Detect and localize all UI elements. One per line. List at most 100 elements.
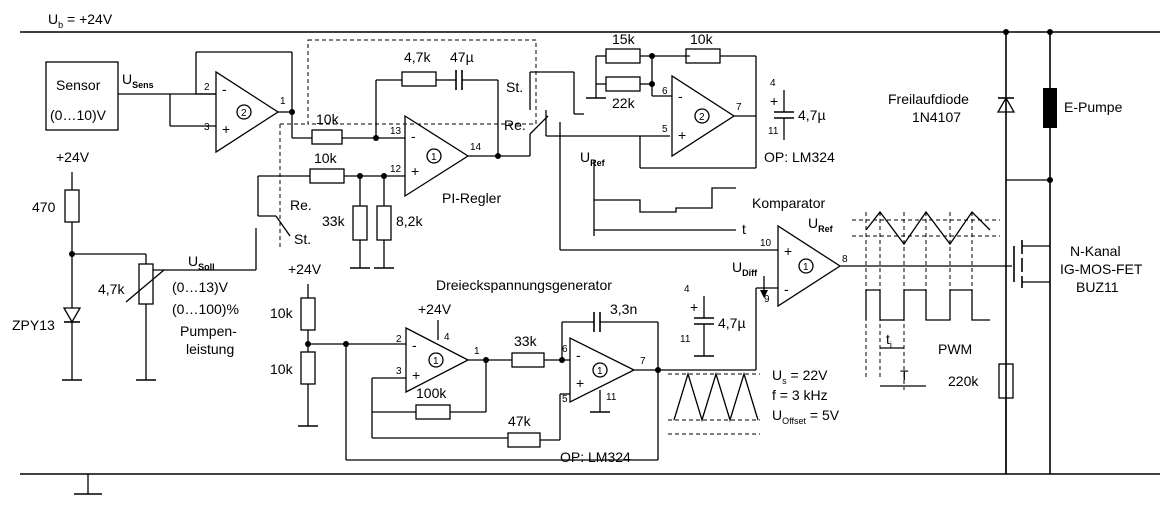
svg-text:11: 11 <box>768 126 779 137</box>
svg-text:E-Pumpe: E-Pumpe <box>1064 99 1123 115</box>
opamp-sensor: - + 2 2 3 1 <box>195 51 295 154</box>
svg-text:1: 1 <box>597 366 603 377</box>
pi-controller-title: PI-Regler <box>442 190 501 206</box>
svg-text:-: - <box>576 347 581 363</box>
svg-text:+: + <box>678 127 686 143</box>
svg-text:+: + <box>412 367 420 383</box>
svg-text:22k: 22k <box>612 95 636 111</box>
svg-text:100k: 100k <box>416 385 447 401</box>
svg-text:UDiff: UDiff <box>732 259 758 278</box>
svg-text:5: 5 <box>662 124 668 135</box>
svg-text:+: + <box>576 375 584 391</box>
svg-text:1N4107: 1N4107 <box>912 109 961 125</box>
triangle-generator: Dreieckspannungsgenerator +24V 10k 10k -… <box>270 261 756 465</box>
svg-text:URef: URef <box>580 149 606 168</box>
op-type-2: OP: LM324 <box>560 449 631 465</box>
resistor-10k-in2 <box>309 168 345 184</box>
decoupling-cap-1: 4 + 4,7µ 11 OP: LM324 <box>764 78 835 165</box>
svg-text:-: - <box>678 88 683 104</box>
svg-text:6: 6 <box>562 344 568 355</box>
switch-coupling-box <box>307 39 537 125</box>
svg-text:4,7µ: 4,7µ <box>798 107 826 123</box>
svg-text:12: 12 <box>390 164 402 175</box>
svg-text:10: 10 <box>760 238 772 249</box>
svg-text:470: 470 <box>32 199 56 215</box>
svg-text:7: 7 <box>736 102 742 113</box>
svg-text:ZPY13: ZPY13 <box>12 317 55 333</box>
svg-text:BUZ11: BUZ11 <box>1076 279 1119 295</box>
svg-text:UOffset = 5V: UOffset = 5V <box>772 407 840 426</box>
svg-text:-: - <box>222 81 227 97</box>
comparator-title: Komparator <box>752 195 825 211</box>
svg-text:2: 2 <box>204 82 210 93</box>
svg-text:47k: 47k <box>508 413 532 429</box>
svg-text:USoll: USoll <box>188 253 215 272</box>
svg-text:Re.: Re. <box>504 117 526 133</box>
svg-text:2: 2 <box>699 112 705 123</box>
svg-text:3: 3 <box>396 366 402 377</box>
svg-text:1: 1 <box>433 356 439 367</box>
svg-text:4,7k: 4,7k <box>404 49 431 65</box>
pwm-waveform: URef ti T PWM <box>808 210 1000 390</box>
svg-text:1: 1 <box>280 96 286 107</box>
svg-text:-: - <box>412 337 417 353</box>
pump-symbol <box>1043 88 1057 128</box>
supply-rail: Ub = +24V <box>20 11 1160 33</box>
svg-text:10k: 10k <box>316 111 340 127</box>
svg-text:9: 9 <box>764 294 770 305</box>
svg-text:(0…13)V: (0…13)V <box>172 279 229 295</box>
svg-text:+24V: +24V <box>418 301 452 317</box>
svg-text:2: 2 <box>241 108 247 119</box>
svg-text:15k: 15k <box>612 31 636 47</box>
svg-text:(0…100)%: (0…100)% <box>172 301 239 317</box>
sensor-name: Sensor <box>56 77 101 93</box>
svg-text:33k: 33k <box>322 213 346 229</box>
svg-text:10k: 10k <box>314 150 338 166</box>
svg-text:10k: 10k <box>690 31 714 47</box>
svg-text:+: + <box>222 121 230 137</box>
pwm-title: PWM <box>938 341 972 357</box>
mosfet-stage: Freilaufdiode 1N4107 E-Pumpe N-Kanal IG-… <box>888 29 1143 474</box>
decoupling-cap-2: 4 + 4,7µ 11 <box>680 284 746 357</box>
svg-text:IG-MOS-FET: IG-MOS-FET <box>1060 261 1143 277</box>
svg-text:1: 1 <box>431 152 437 163</box>
sensor-signal-label: USens <box>122 71 154 90</box>
svg-text:-: - <box>411 128 416 144</box>
svg-text:4: 4 <box>770 78 776 89</box>
ground-rail <box>20 473 1160 495</box>
svg-text:220k: 220k <box>948 373 979 389</box>
svg-text:7: 7 <box>640 356 646 367</box>
svg-text:+: + <box>770 93 778 109</box>
svg-text:ti: ti <box>886 331 892 350</box>
svg-text:leistung: leistung <box>186 341 234 357</box>
svg-text:+24V: +24V <box>56 149 90 165</box>
svg-text:5: 5 <box>562 394 568 405</box>
svg-text:1: 1 <box>803 262 809 273</box>
svg-text:4,7µ: 4,7µ <box>718 315 746 331</box>
svg-text:Freilaufdiode: Freilaufdiode <box>888 91 969 107</box>
svg-text:4,7k: 4,7k <box>98 281 125 297</box>
svg-text:Us = 22V: Us = 22V <box>772 367 828 386</box>
svg-text:11: 11 <box>606 392 617 403</box>
svg-text:47µ: 47µ <box>450 49 474 65</box>
setpoint-circuit: +24V 470 ZPY13 4,7k USoll (0…13)V (0…100… <box>12 149 239 381</box>
svg-text:3: 3 <box>204 122 210 133</box>
amplifier: St. Re. 15k 22k 10k - + 2 6 5 7 <box>504 31 757 169</box>
svg-text:Re.: Re. <box>290 197 312 213</box>
svg-text:+: + <box>411 163 419 179</box>
svg-text:URef: URef <box>808 215 834 234</box>
svg-text:4: 4 <box>684 284 690 295</box>
svg-text:St.: St. <box>294 231 311 247</box>
svg-text:6: 6 <box>662 86 668 97</box>
svg-text:8,2k: 8,2k <box>396 213 423 229</box>
op-type-1: OP: LM324 <box>764 149 835 165</box>
svg-text:10k: 10k <box>270 361 294 377</box>
comparator: + - 1 10 9 8 Komparator UDiff <box>559 122 1012 370</box>
resistor-4k7-feedback <box>401 71 437 87</box>
svg-text:+: + <box>690 299 698 315</box>
svg-text:Ub = +24V: Ub = +24V <box>48 11 113 30</box>
sensor-block: Sensor (0…10)V USens <box>45 61 216 131</box>
svg-text:1: 1 <box>474 346 480 357</box>
sensor-range: (0…10)V <box>50 107 107 123</box>
